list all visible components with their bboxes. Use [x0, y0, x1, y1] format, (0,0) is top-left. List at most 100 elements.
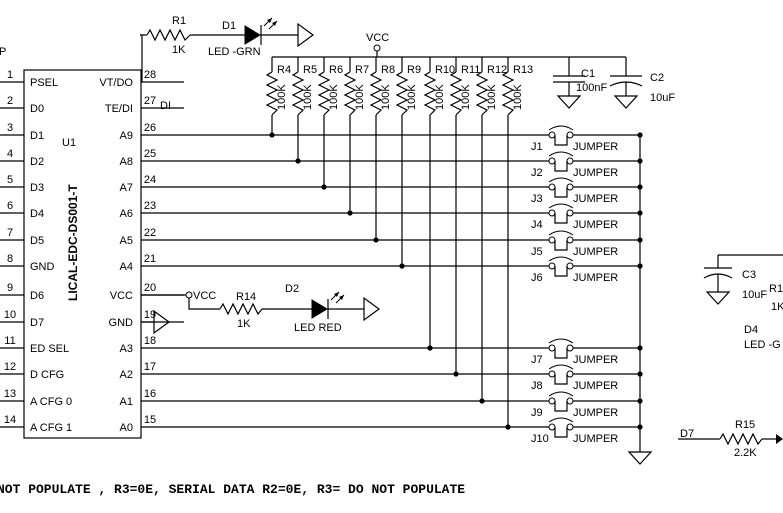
pullup-ref: R7	[355, 64, 369, 76]
pullup-resistor	[449, 71, 463, 116]
jumper-pin-left	[548, 236, 556, 244]
jumper-link	[554, 135, 568, 146]
jumper-value: JUMPER	[573, 354, 618, 366]
jumper-link	[554, 187, 568, 198]
pullup-ref: R10	[435, 64, 455, 76]
pullup-value: 100K	[406, 84, 418, 110]
vcc-top-label: VCC	[366, 32, 389, 44]
u1-right-pin-number: 22	[144, 227, 156, 239]
partial-r-ref: R1	[769, 283, 783, 295]
partial-r-value: 1K	[771, 301, 783, 313]
u1-left-pin-number: 8	[7, 253, 13, 265]
r1-ref: R1	[172, 15, 186, 27]
jumper-ground-icon	[627, 451, 653, 465]
u1-right-pin-name: A8	[120, 156, 133, 168]
d2-arrow-1-head	[334, 292, 339, 297]
u1-left-pin-name: D5	[30, 235, 44, 247]
pullup-ref: R6	[329, 64, 343, 76]
d2-value: LED RED	[294, 322, 342, 334]
pullup-value: 100K	[276, 84, 288, 110]
r14-ref: R14	[236, 291, 256, 303]
u1-right-pin-name: A4	[120, 261, 133, 273]
u1-left-pin-number: 1	[7, 69, 13, 81]
pullup-value: 100K	[302, 84, 314, 110]
pin19-ground-icon	[153, 309, 171, 335]
jumper-pin-left	[548, 370, 556, 378]
d1-ground-icon	[297, 22, 315, 48]
d4-ref: D4	[744, 324, 758, 336]
u1-right-pin-name: VT/DO	[99, 77, 133, 89]
u1-left-pin-number: 14	[4, 414, 16, 426]
jumper-cap	[548, 151, 574, 157]
u1-left-pin-name: D4	[30, 208, 44, 220]
pullup-ref: R12	[487, 64, 507, 76]
jumper-link	[554, 374, 568, 385]
pullup-resistor	[317, 71, 331, 116]
u1-left-pin-number: 3	[7, 122, 13, 134]
u1-right-pin-number: 16	[144, 388, 156, 400]
vcc-mid-terminal	[185, 291, 193, 299]
c3-ref: C3	[742, 269, 756, 281]
u1-left-pin-name: A CFG 0	[30, 396, 72, 408]
jumper-pin-left	[548, 344, 556, 352]
jumper-pin-left	[548, 183, 556, 191]
d2-ground-icon	[363, 296, 381, 322]
d1-ref: D1	[222, 20, 236, 32]
u1-right-pin-number: 15	[144, 414, 156, 426]
r15-resistor	[719, 432, 763, 446]
jumper-ref: J7	[531, 354, 543, 366]
u1-right-pin-number: 27	[144, 95, 156, 107]
jumper-ref: J9	[531, 407, 543, 419]
u1-right-pin-name: A5	[120, 235, 133, 247]
pullup-resistor	[369, 71, 383, 116]
u1-right-pin-number: 26	[144, 122, 156, 134]
pullup-resistor	[291, 71, 305, 116]
address-lines	[184, 134, 549, 428]
jumper-value: JUMPER	[573, 167, 618, 179]
u1-left-pin-name: D2	[30, 156, 44, 168]
jumper-value: JUMPER	[573, 433, 618, 445]
pullup-value: 100K	[460, 84, 472, 110]
jumper-pin-right	[566, 131, 574, 139]
u1-right-pin-name: A7	[120, 182, 133, 194]
u1-left-pin-number: 5	[7, 174, 13, 186]
jumper-cap	[548, 256, 574, 262]
u1-left-pin-number: 10	[4, 309, 16, 321]
u1-left-pin-number: 2	[7, 95, 13, 107]
u1-right-pin-name: GND	[109, 317, 134, 329]
c3-ground-icon	[705, 291, 731, 305]
u1-left-pin-name: D CFG	[30, 369, 64, 381]
u1-right-pin-name: A0	[120, 422, 133, 434]
u1-left-pin-name: GND	[30, 261, 55, 273]
jumper-link	[554, 240, 568, 251]
pullup-ref: R4	[277, 64, 291, 76]
jumper-link	[554, 266, 568, 277]
r15-value: 2.2K	[734, 447, 757, 459]
header-partial-label: IP	[0, 46, 6, 58]
jumper-cap	[548, 391, 574, 397]
r1-value: 1K	[172, 44, 186, 56]
jumper-cap	[548, 203, 574, 209]
r14-value: 1K	[237, 318, 251, 330]
jumper-value: JUMPER	[573, 380, 618, 392]
d1-arrow-2-head	[272, 21, 277, 26]
pullup-value: 100K	[512, 84, 524, 110]
jumper-value: JUMPER	[573, 272, 618, 284]
jumper-cap	[548, 338, 574, 344]
jumper-pin-right	[566, 209, 574, 217]
u1-right-pin-name: TE/DI	[105, 103, 133, 115]
u1-left-pin-name: A CFG 1	[30, 422, 72, 434]
jumper-value: JUMPER	[573, 246, 618, 258]
pullup-value: 100K	[380, 84, 392, 110]
u1-right-pin-number: 19	[144, 309, 156, 321]
pullup-resistor	[475, 71, 489, 116]
jumper-pin-right	[566, 370, 574, 378]
jumper-pin-left	[548, 397, 556, 405]
pullup-resistor-bank: R4100KR5100KR6100KR7100KR8100KR9100KR101…	[265, 57, 533, 430]
c1-ground-icon	[556, 95, 582, 109]
jumper-bus-junction-dot	[637, 132, 643, 138]
jumper-ref: J10	[531, 433, 549, 445]
